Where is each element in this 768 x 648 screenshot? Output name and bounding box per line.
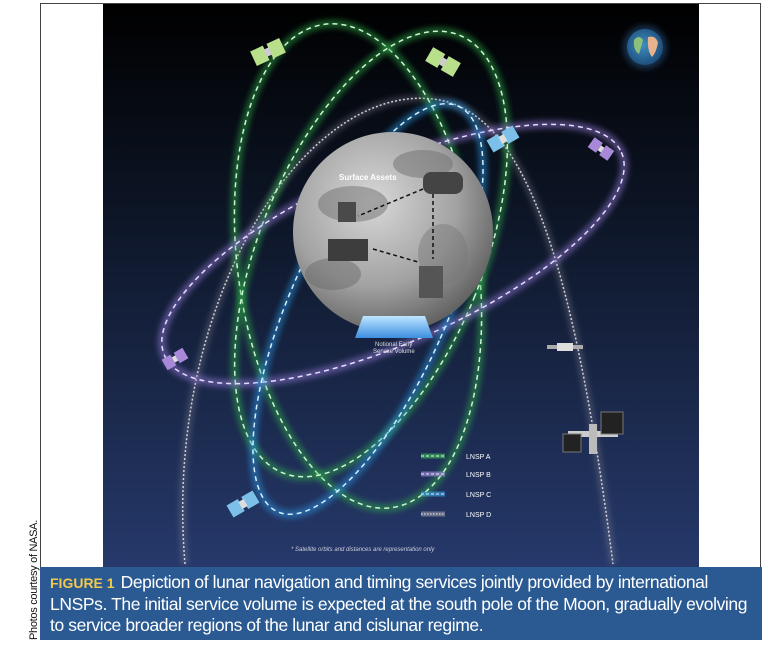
- svg-text:LNSP B: LNSP B: [466, 472, 491, 479]
- satellite-icon: [250, 37, 286, 67]
- photo-credit: Photos courtesy of NASA.: [28, 520, 40, 640]
- satellite-icon: [161, 347, 189, 371]
- lander-icon: [419, 266, 443, 298]
- earth-icon: [623, 25, 667, 69]
- legend: LNSP A LNSP B LNSP C LNSP D: [421, 453, 491, 519]
- orbit-lnsp-a: [230, 19, 512, 513]
- satellite-icon: [425, 47, 461, 77]
- habitat-icon: [338, 202, 356, 222]
- satellite-icon: [226, 490, 260, 518]
- orbit-lnsp-d: [179, 94, 617, 565]
- svg-text:LNSP D: LNSP D: [466, 512, 491, 519]
- surface-assets-label: Surface Assets: [339, 173, 397, 182]
- service-volume-label: Notional Early: [375, 342, 412, 348]
- legend-item-lnsp-a: LNSP A: [421, 453, 491, 461]
- orbit-lnsp-c: [248, 99, 488, 519]
- rover-icon: [423, 172, 463, 194]
- svg-text:LNSP C: LNSP C: [466, 492, 491, 499]
- satellite-icon: [486, 125, 520, 153]
- moon: Surface Assets: [293, 132, 493, 332]
- lunar-navigation-illustration: Surface Assets Notional Early Service Vo…: [103, 4, 699, 568]
- figure-label: FIGURE 1: [50, 575, 115, 591]
- footnote: * Satellite orbits and distances are rep…: [291, 547, 435, 553]
- spacecraft-icon: [547, 343, 583, 351]
- svg-text:LNSP A: LNSP A: [466, 454, 491, 461]
- service-volume-label: Service Volume: [373, 349, 415, 355]
- space-station-icon: [562, 411, 624, 454]
- vehicle-icon: [328, 239, 368, 261]
- service-volume: [355, 316, 433, 338]
- satellite-icon: [587, 137, 615, 161]
- legend-item-lnsp-b: LNSP B: [421, 471, 491, 479]
- caption-text: Depiction of lunar navigation and timing…: [50, 572, 748, 635]
- legend-item-lnsp-d: LNSP D: [421, 511, 491, 519]
- legend-item-lnsp-c: LNSP C: [421, 491, 491, 499]
